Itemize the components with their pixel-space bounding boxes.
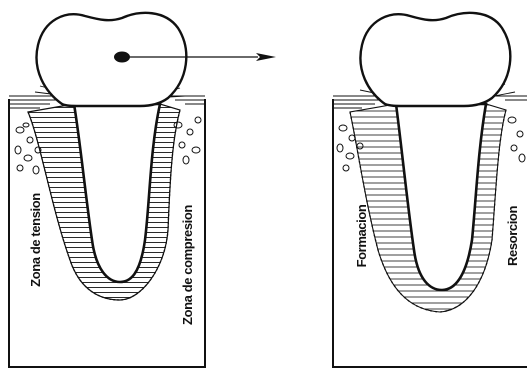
label-formation: Formacion [354, 204, 369, 267]
tooth-crown-right [360, 13, 510, 106]
arrowhead-icon [256, 53, 276, 61]
left-panel: Zona de tension Zona de compresion [9, 13, 205, 367]
label-resorption: Resorcion [505, 206, 520, 266]
label-compression-zone: Zona de compresion [180, 205, 195, 325]
force-point [114, 52, 130, 63]
tooth-crown-left [37, 13, 187, 106]
right-panel: Formacion Resorcion [333, 13, 527, 367]
label-tension-zone: Zona de tension [28, 193, 43, 287]
